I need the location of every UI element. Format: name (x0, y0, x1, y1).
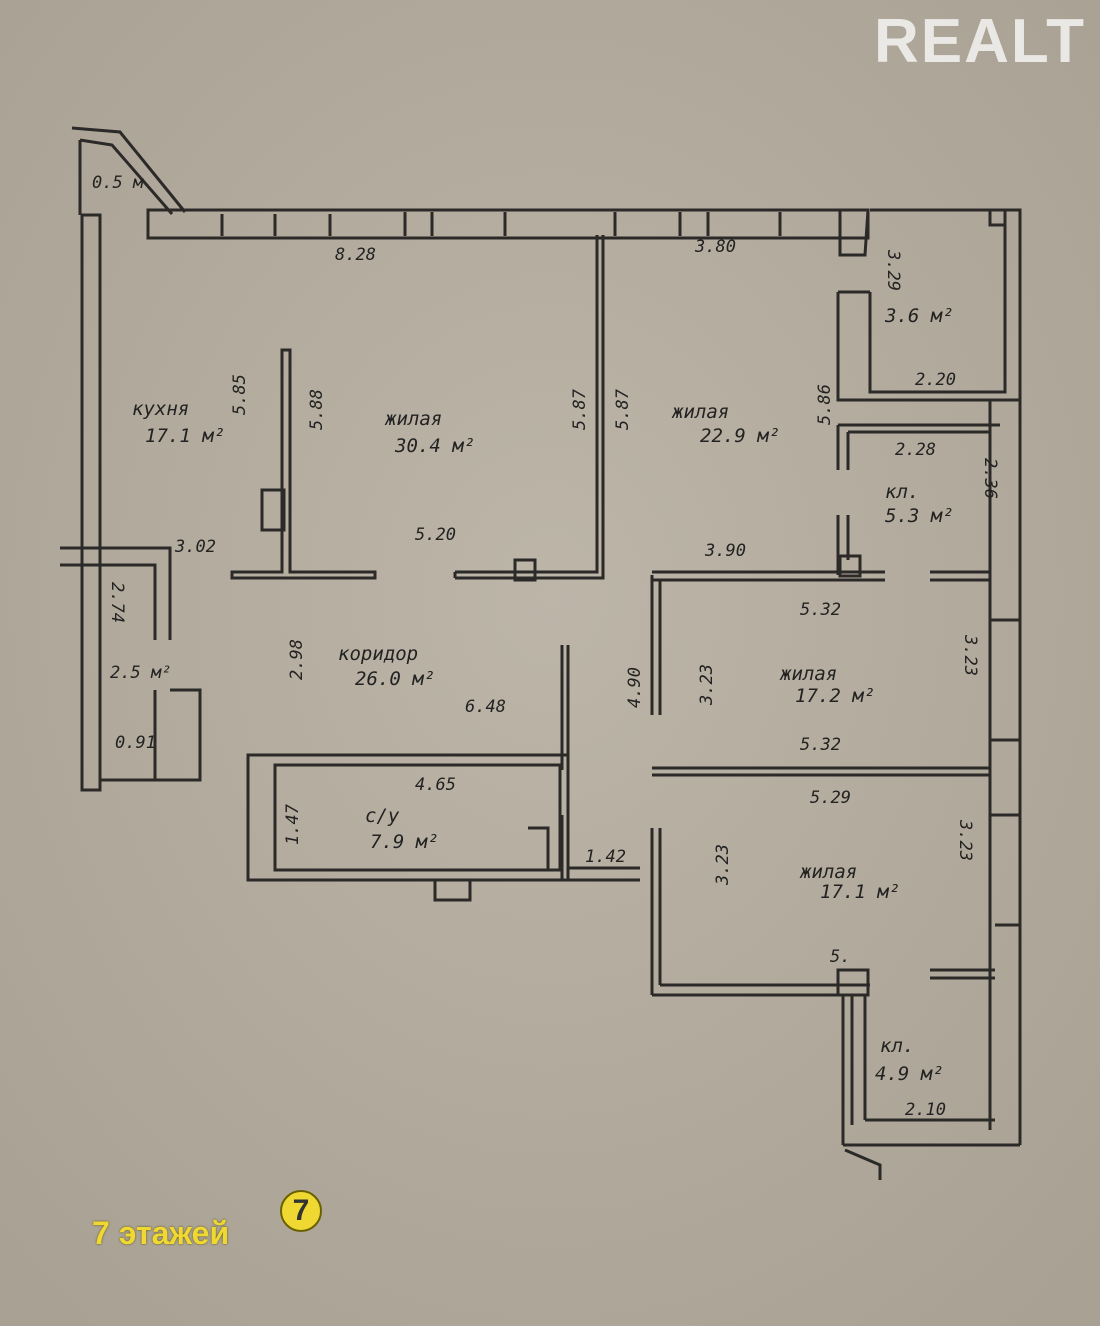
room-name-closet-2: кл. (880, 1035, 914, 1057)
wall-line (988, 400, 1022, 1145)
room-name-living-2: жилая (671, 401, 729, 423)
room-area-storage: 3.6 м² (884, 305, 954, 327)
dim: 2.10 (905, 1100, 946, 1120)
room-area-living-3: 17.2 м² (795, 685, 875, 707)
wall-line (836, 423, 1000, 575)
room-area-living-1: 30.4 м² (394, 435, 475, 457)
dim: 5.20 (415, 525, 456, 545)
room-labels: кухня 17.1 м² жилая 30.4 м² жилая 22.9 м… (92, 173, 954, 1085)
wall-line (560, 645, 570, 770)
dim: 5.29 (810, 788, 851, 808)
seven-logo-icon: 7 (280, 1190, 322, 1232)
walls (60, 126, 1022, 1180)
dim: 4.65 (415, 775, 456, 795)
dim: 3.02 (174, 537, 216, 557)
wall-line (836, 208, 1022, 402)
balcony-wall (71, 126, 187, 215)
wall-line (650, 570, 990, 715)
dim: 1.47 (283, 803, 303, 845)
dim: 3.23 (955, 819, 975, 861)
room-name-bathroom: с/у (365, 805, 400, 827)
dim: 3.80 (694, 237, 736, 257)
dim: 2.20 (915, 370, 956, 390)
wall-line (230, 348, 377, 580)
room-area-living-2: 22.9 м² (700, 425, 780, 447)
dim: 5.87 (613, 388, 633, 430)
room-area-corridor: 26.0 м² (355, 668, 435, 690)
wall-line (513, 558, 537, 582)
room-name-kitchen: кухня (132, 398, 189, 420)
room-area-closet-1: 5.3 м² (885, 505, 954, 527)
room-area-bathroom: 7.9 м² (370, 831, 439, 853)
wall-line (60, 546, 202, 790)
floors-badge-text: 7 этажей (92, 1215, 230, 1251)
dim: 5. (830, 947, 850, 967)
wall-line (650, 828, 995, 997)
dim: 3.23 (960, 634, 980, 676)
dim: 5.86 (815, 384, 835, 425)
dim: 5.85 (230, 374, 250, 415)
dim: 2.98 (287, 639, 307, 680)
dim: 3.90 (704, 541, 746, 561)
dim: 3.23 (713, 844, 733, 886)
wall-line (433, 815, 640, 902)
room-name-living-1: жилая (384, 408, 442, 430)
dim: 4.90 (625, 667, 645, 708)
realt-watermark: REALT (873, 7, 1086, 76)
room-name-closet-1: кл. (885, 481, 919, 503)
dim: 6.48 (465, 697, 506, 717)
room-name-living-3: жилая (779, 663, 837, 685)
dim: 0.91 (115, 733, 156, 753)
wall-line (838, 554, 862, 578)
wall-line (652, 766, 990, 777)
room-area-kitchen: 17.1 м² (145, 425, 225, 447)
wall-line (453, 235, 605, 580)
wall-line (841, 995, 1020, 1180)
dim: 5.32 (800, 600, 841, 620)
room-area-loggia: 2.5 м² (110, 663, 171, 683)
dim: 5.32 (800, 735, 841, 755)
wall-line (273, 763, 562, 872)
dim: 5.87 (570, 388, 590, 430)
wall-line (260, 488, 286, 532)
dimension-labels: 8.28 3.80 3.29 2.20 5.85 5.88 5.87 5.87 … (107, 237, 1000, 1120)
left-outer-wall (80, 213, 102, 792)
dim: 3.29 (883, 249, 903, 291)
dim: 5.88 (307, 389, 327, 430)
room-area-living-4: 17.1 м² (820, 881, 900, 903)
room-area-balcony: 0.5 м (92, 173, 144, 193)
dim: 8.28 (335, 245, 376, 265)
room-area-closet-2: 4.9 м² (875, 1063, 944, 1085)
dim: 2.36 (980, 458, 1000, 499)
room-name-corridor: коридор (338, 643, 418, 665)
dim: 1.42 (585, 847, 626, 867)
wall-line (220, 209, 870, 257)
dim: 2.74 (107, 582, 127, 623)
room-name-living-4: жилая (799, 861, 857, 883)
dim: 2.28 (895, 440, 936, 460)
dim: 3.23 (697, 664, 717, 706)
